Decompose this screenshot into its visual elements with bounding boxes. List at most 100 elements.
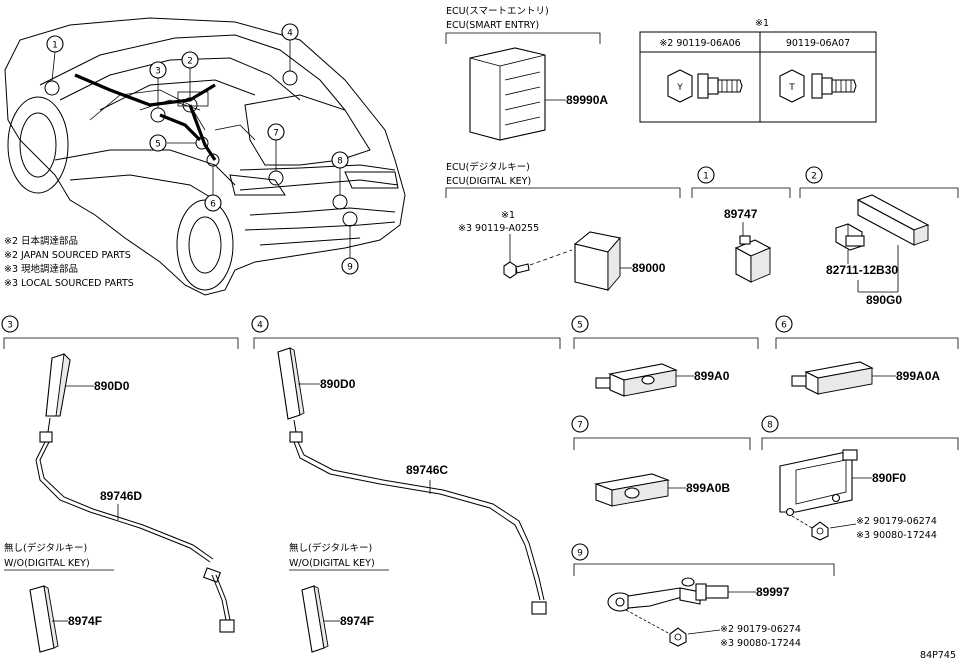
wo-digital-key-jp-sec3: 無し(デジタルキー) (4, 542, 87, 554)
callout-6[interactable]: 6 (204, 194, 222, 212)
antenna-890D0-sec3[interactable] (45, 353, 71, 417)
sensor-899A0B[interactable] (593, 473, 671, 507)
part-899A0A[interactable]: 899A0A (896, 369, 940, 383)
callout-2[interactable]: 2 (181, 51, 199, 69)
section-6-callout[interactable]: 6 (775, 315, 793, 333)
vehicle-callouts: 1 2 3 4 5 6 7 8 9 (46, 23, 359, 275)
svg-text:4: 4 (257, 321, 263, 331)
bolt-90179-06274-sec8[interactable]: ※2 90179-06274 (856, 516, 937, 527)
callout-9[interactable]: 9 (341, 257, 359, 275)
cable-89746D[interactable]: 89746D (100, 489, 142, 503)
sensor-89997[interactable] (607, 577, 729, 612)
svg-text:T: T (788, 83, 795, 93)
part-890G0[interactable]: 890G0 (866, 293, 902, 307)
nut-sec8 (811, 521, 829, 541)
part-899A0[interactable]: 899A0 (694, 369, 730, 383)
part-890F0[interactable]: 890F0 (872, 471, 906, 485)
digital-key-bolt (503, 261, 530, 279)
section-3: 3 890D0 89746D 無し(デジタルキー) W/O(DIGITAL KE… (1, 315, 239, 653)
part-8974F-sec4[interactable]: 8974F (340, 614, 374, 628)
antenna-890D0-sec4[interactable] (277, 347, 305, 420)
bracket-890F0[interactable] (779, 449, 858, 517)
callout-5[interactable]: 5 (149, 134, 167, 152)
bolt-90080-17244-sec9[interactable]: ※3 90080-17244 (720, 638, 801, 649)
part-8974F-sec3[interactable]: 8974F (68, 614, 102, 628)
section-7-callout[interactable]: 7 (571, 415, 589, 433)
svg-text:8: 8 (337, 157, 343, 167)
antenna-8974F-sec3[interactable] (29, 585, 59, 653)
sensor-899A0A[interactable] (791, 361, 874, 395)
digital-key-group: ECU(デジタルキー) ECU(DIGITAL KEY) ※1 ※3 90119… (445, 161, 681, 292)
section-8: 8 890F0 ※2 90179-06274 ※3 90080-17244 (761, 415, 959, 541)
section-9: 9 89997 ※2 90179-06274 ※3 90080-17244 (571, 543, 835, 649)
smart-entry-title-en: ECU(SMART ENTRY) (446, 20, 539, 31)
callout-8[interactable]: 8 (331, 151, 349, 169)
svg-text:5: 5 (155, 140, 161, 150)
part-82711-12B30[interactable]: 82711-12B30 (826, 263, 898, 277)
bolt-col2-part[interactable]: 90119-06A07 (786, 38, 850, 49)
digital-key-title-jp: ECU(デジタルキー) (446, 161, 530, 173)
part-890D0-sec4[interactable]: 890D0 (320, 377, 356, 391)
bracket-82711-12B30[interactable] (835, 223, 865, 251)
section-1-callout[interactable]: 1 (697, 166, 715, 184)
svg-text:9: 9 (577, 549, 583, 559)
section-4-callout[interactable]: 4 (251, 315, 269, 333)
part-899A0B[interactable]: 899A0B (686, 481, 730, 495)
callout-3[interactable]: 3 (149, 61, 167, 79)
bolt-90080-17244-sec8[interactable]: ※3 90080-17244 (856, 530, 937, 541)
svg-text:7: 7 (577, 421, 583, 431)
bolt-90119-A0255[interactable]: ※3 90119-A0255 (458, 223, 539, 234)
legend-en3: ※3 LOCAL SOURCED PARTS (4, 278, 134, 289)
smart-entry-group: ECU(スマートエントリ) ECU(SMART ENTRY) 89990A (445, 6, 608, 141)
svg-text:5: 5 (577, 321, 583, 331)
antenna-890G0[interactable] (856, 194, 930, 246)
bolt-table: ※1 ※2 90119-06A06 90119-06A07 Y T (639, 18, 877, 123)
svg-text:6: 6 (781, 321, 787, 331)
antenna-8974F-sec4[interactable] (301, 585, 329, 653)
callout-4[interactable]: 4 (281, 23, 299, 41)
part-89747[interactable]: 89747 (724, 207, 758, 221)
sensor-899A0[interactable] (595, 363, 678, 397)
legend-en2: ※2 JAPAN SOURCED PARTS (4, 250, 131, 261)
svg-text:2: 2 (811, 172, 817, 182)
part-89997[interactable]: 89997 (756, 585, 790, 599)
section-7: 7 899A0B (571, 415, 751, 507)
section-8-callout[interactable]: 8 (761, 415, 779, 433)
bolt-90179-06274-sec9[interactable]: ※2 90179-06274 (720, 624, 801, 635)
svg-text:※1: ※1 (755, 18, 769, 29)
callout-1[interactable]: 1 (46, 35, 64, 53)
svg-text:Y: Y (676, 83, 683, 93)
svg-text:2: 2 (187, 57, 193, 67)
svg-text:9: 9 (347, 263, 353, 273)
section-3-callout[interactable]: 3 (1, 315, 19, 333)
section-9-callout[interactable]: 9 (571, 543, 589, 561)
svg-text:8: 8 (767, 421, 773, 431)
section-5: 5 899A0 (571, 315, 759, 397)
cable-89746C[interactable]: 89746C (406, 463, 448, 477)
digital-key-ecu[interactable] (573, 231, 622, 292)
section-2-callout[interactable]: 2 (805, 166, 823, 184)
svg-text:※1: ※1 (501, 210, 515, 221)
bolt-t-icon: T (779, 69, 857, 103)
callout-7[interactable]: 7 (267, 123, 285, 141)
section-4: 4 890D0 89746C 無し(デジタルキー) W/O(DIGITAL KE… (251, 315, 561, 653)
part-89000[interactable]: 89000 (632, 261, 666, 275)
svg-text:7: 7 (273, 129, 279, 139)
section-2: 2 82711-12B30 890G0 (799, 166, 959, 307)
smart-entry-title-jp: ECU(スマートエントリ) (446, 6, 549, 17)
part-89990A[interactable]: 89990A (566, 93, 608, 107)
part-890D0-sec3[interactable]: 890D0 (94, 379, 130, 393)
svg-text:1: 1 (52, 41, 58, 51)
sensor-89747[interactable] (734, 235, 772, 283)
svg-text:3: 3 (7, 321, 13, 331)
section-5-callout[interactable]: 5 (571, 315, 589, 333)
bolt-col1-part[interactable]: ※2 90119-06A06 (659, 38, 740, 49)
svg-text:1: 1 (703, 172, 709, 182)
smart-entry-ecu[interactable] (469, 47, 546, 141)
legend-jp3: ※3 現地調達部品 (4, 263, 78, 275)
svg-text:6: 6 (210, 200, 216, 210)
wo-digital-key-en-sec4: W/O(DIGITAL KEY) (289, 558, 375, 569)
svg-text:3: 3 (155, 67, 161, 77)
